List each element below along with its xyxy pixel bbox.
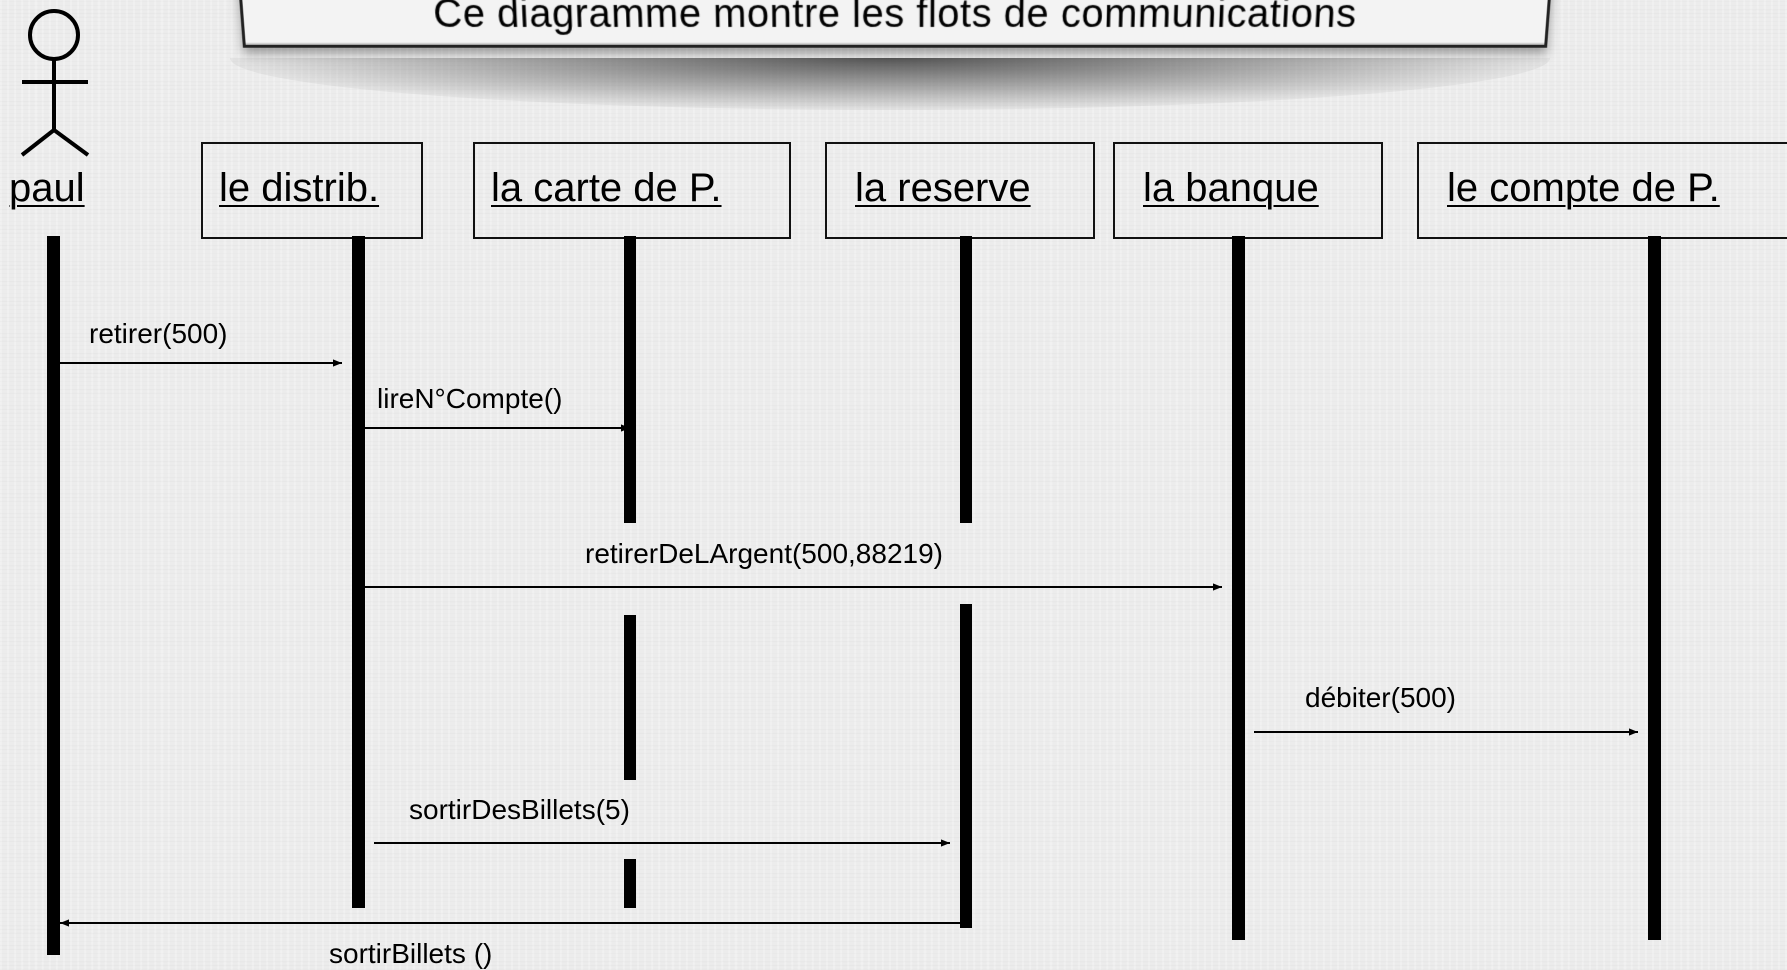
lifeline-paul <box>47 236 60 955</box>
message-label-retirer-argent: retirerDeLArgent(500,88219) <box>585 538 943 569</box>
object-box-distrib: le distrib. <box>201 142 423 239</box>
message-label-debiter: débiter(500) <box>1305 682 1456 713</box>
lifeline-distrib <box>352 236 365 908</box>
message-label-lire-compte: lireN°Compte() <box>377 383 562 414</box>
object-box-banque: la banque <box>1113 142 1383 239</box>
lifeline-reserve-segment <box>960 604 972 928</box>
object-label-carte: la carte de P. <box>491 166 722 210</box>
lifeline-carte-segment <box>624 615 636 780</box>
lifeline-compte <box>1648 236 1661 940</box>
message-label-sortir-des-billets: sortirDesBillets(5) <box>409 794 630 825</box>
object-label-banque: la banque <box>1143 166 1319 210</box>
message-label-sortir-billets: sortirBillets () <box>329 938 492 969</box>
lifeline-reserve-segment <box>960 236 972 523</box>
lifeline-banque <box>1232 236 1245 940</box>
lifeline-carte-segment <box>624 859 636 908</box>
actor-paul-icon <box>20 9 90 157</box>
lifeline-carte-segment <box>624 236 636 523</box>
object-label-compte: le compte de P. <box>1447 166 1720 210</box>
message-label-retirer: retirer(500) <box>89 318 227 349</box>
object-label-reserve: la reserve <box>855 166 1031 210</box>
object-label-distrib: le distrib. <box>219 166 380 210</box>
actor-label-paul: paul <box>9 166 85 210</box>
object-box-compte: le compte de P. <box>1417 142 1787 239</box>
